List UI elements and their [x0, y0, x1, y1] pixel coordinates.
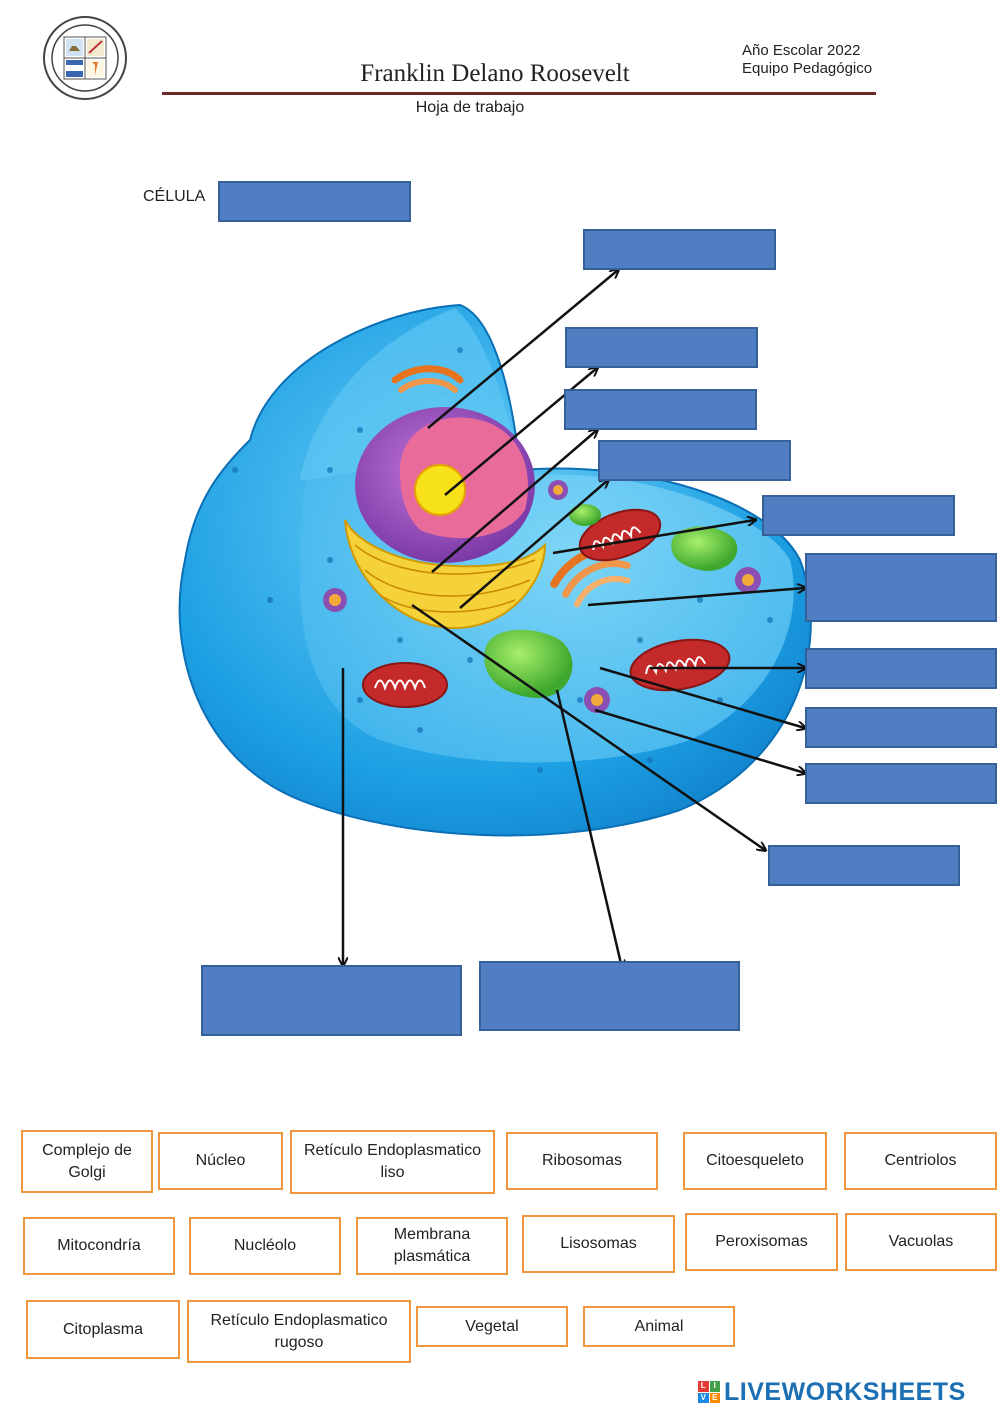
cell-type-label: CÉLULA: [143, 188, 206, 205]
header-rule: [162, 92, 876, 95]
answer-chip[interactable]: Peroxisomas: [685, 1213, 838, 1271]
answer-chip[interactable]: Mitocondría: [23, 1217, 175, 1275]
school-name: Franklin Delano Roosevelt: [360, 60, 630, 87]
brand-name: LIVEWORKSHEETS: [724, 1377, 966, 1406]
school-seal-logo: [43, 16, 127, 100]
school-year: Año Escolar 2022: [742, 42, 861, 59]
answer-chip[interactable]: Complejo de Golgi: [21, 1130, 153, 1193]
drop-box-label-5[interactable]: [762, 495, 955, 536]
drop-box-label-10[interactable]: [768, 845, 960, 886]
drop-box-cell-type[interactable]: [218, 181, 411, 222]
answer-chip[interactable]: Citoplasma: [26, 1300, 180, 1359]
drop-box-label-1[interactable]: [583, 229, 776, 270]
drop-box-label-8[interactable]: [805, 707, 997, 748]
answer-chip[interactable]: Nucléolo: [189, 1217, 341, 1275]
answer-chip[interactable]: Retículo Endoplasmatico liso: [290, 1130, 495, 1194]
answer-chip[interactable]: Núcleo: [158, 1132, 283, 1190]
worksheet-subtitle: Hoja de trabajo: [415, 99, 525, 116]
drop-box-label-12[interactable]: [479, 961, 740, 1031]
animal-cell-illustration: [178, 0, 812, 1060]
answer-chip[interactable]: Vacuolas: [845, 1213, 997, 1271]
answer-chip[interactable]: Lisosomas: [522, 1215, 675, 1273]
answer-chip[interactable]: Centriolos: [844, 1132, 997, 1190]
answer-chip[interactable]: Animal: [583, 1306, 735, 1347]
drop-box-label-7[interactable]: [805, 648, 997, 689]
drop-box-label-9[interactable]: [805, 763, 997, 804]
liveworksheets-logo-icon: L I V E: [698, 1381, 720, 1403]
answer-chip[interactable]: Ribosomas: [506, 1132, 658, 1190]
school-year-info: Año Escolar 2022 Equipo Pedagógico: [742, 42, 872, 78]
answer-chip[interactable]: Membrana plasmática: [356, 1217, 508, 1275]
answer-chip[interactable]: Retículo Endoplasmatico rugoso: [187, 1300, 411, 1363]
drop-box-label-3[interactable]: [564, 389, 757, 430]
pedagogical-team: Equipo Pedagógico: [742, 60, 873, 77]
drop-box-label-2[interactable]: [565, 327, 758, 368]
answer-chip[interactable]: Vegetal: [416, 1306, 568, 1347]
answer-chip[interactable]: Citoesqueleto: [683, 1132, 827, 1190]
drop-box-label-4[interactable]: [598, 440, 791, 481]
liveworksheets-brand: L I V E LIVEWORKSHEETS: [698, 1378, 966, 1406]
drop-box-label-11[interactable]: [201, 965, 462, 1036]
drop-box-label-6[interactable]: [805, 553, 997, 622]
